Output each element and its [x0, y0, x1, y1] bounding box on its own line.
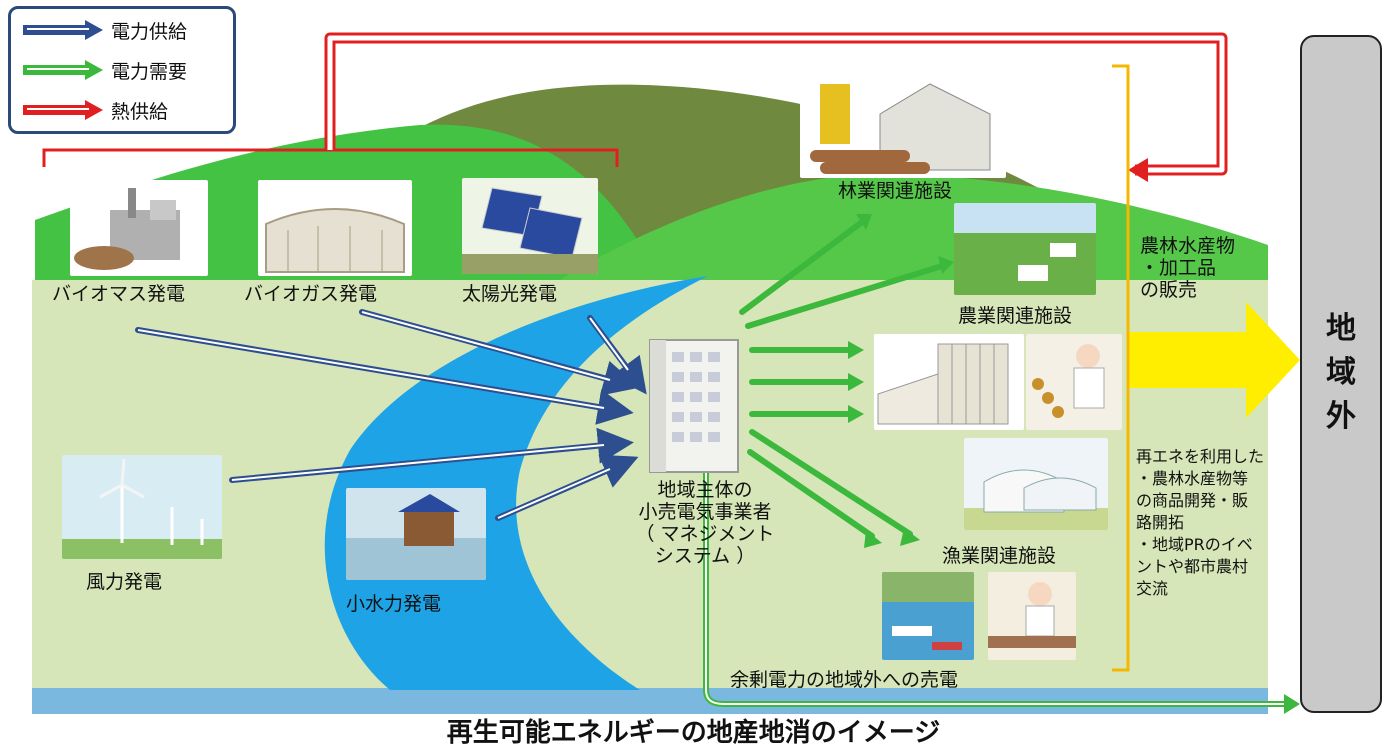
solar-panel-image [462, 178, 598, 274]
retail-building [649, 339, 739, 473]
agriculture-label: 農業関連施設 [958, 305, 1073, 327]
note-line6: ントや都市農村 [1136, 557, 1249, 576]
biomass-label: バイオマス発電 [52, 283, 186, 305]
fish-processing-image [988, 572, 1076, 660]
outside-char-3: 外 [1326, 399, 1356, 434]
biogas-plant-image [258, 180, 412, 276]
note-line2: ・農林水産物等 [1136, 469, 1249, 488]
heat-arrowhead [1128, 158, 1148, 182]
red-arrow-icon [23, 100, 103, 120]
surplus-label: 余剰電力の地域外への売電 [730, 669, 959, 691]
diagram-title: 再生可能エネルギーの地産地消のイメージ [446, 718, 941, 748]
demand-arrowheads [848, 214, 954, 548]
processing-worker-image [1026, 334, 1122, 430]
fishing-port-image [882, 572, 974, 660]
biogas-label: バイオガス発電 [244, 283, 378, 305]
legend-demand-label: 電力需要 [111, 60, 188, 83]
sales-label-line2: ・加工品 [1140, 256, 1217, 279]
agriculture-facility-image [954, 203, 1096, 295]
hydro-label: 小水力発電 [346, 593, 442, 615]
sales-bracket [1112, 64, 1130, 672]
wind-turbine-image [62, 455, 222, 559]
fishery-label: 漁業関連施設 [942, 545, 1057, 567]
solar-label: 太陽光発電 [462, 283, 558, 305]
demand-arrows [739, 219, 945, 539]
note-line5: ・地域PRのイベ [1136, 535, 1253, 554]
hub-label-line3: （ マネジメント [635, 522, 775, 545]
sales-arrow [1128, 302, 1300, 418]
legend-supply-label: 電力供給 [111, 20, 188, 43]
initiatives-note: 再エネを利用した ・農林水産物等 の商品開発・販 路開拓 ・地域PRのイベ ント… [1136, 446, 1264, 600]
greenhouse-image [964, 438, 1108, 530]
biomass-plant-image [70, 180, 208, 276]
note-line3: の商品開発・販 [1136, 491, 1249, 510]
legend-supply: 電力供給 [21, 15, 187, 45]
outside-char-2: 域 [1326, 355, 1356, 390]
forestry-label: 林業関連施設 [838, 180, 953, 202]
river [324, 276, 708, 690]
processing-plant-image [874, 334, 1024, 430]
legend-demand: 電力需要 [21, 55, 187, 85]
small-hydro-image [346, 488, 486, 580]
hub-label-line2: 小売電気事業者 [638, 500, 772, 523]
hub-label-line1: 地域主体の [657, 479, 753, 501]
sales-label: 農林水産物 ・加工品 の販売 [1140, 235, 1236, 302]
surplus-arrowhead [1284, 694, 1300, 714]
legend-heat: 熱供給 [21, 95, 168, 125]
forestry-facility-image [800, 74, 1006, 178]
outside-region-label: 地 域 外 [1302, 307, 1380, 439]
outside-region-box: 地 域 外 [1300, 35, 1382, 713]
legend-heat-label: 熱供給 [111, 100, 169, 123]
sales-label-line3: の販売 [1140, 278, 1198, 301]
legend: 電力供給 電力需要 熱供給 [8, 6, 236, 134]
note-line1: 再エネを利用した [1136, 447, 1265, 466]
hub-label-line4: システム ） [654, 544, 756, 567]
sales-label-line1: 農林水産物 [1140, 235, 1236, 257]
hub-label: 地域主体の 小売電気事業者 （ マネジメント システム ） [610, 479, 800, 567]
wind-label: 風力発電 [86, 571, 163, 593]
green-arrow-icon [23, 60, 103, 80]
note-line7: 交流 [1136, 579, 1169, 598]
outside-char-1: 地 [1326, 311, 1356, 346]
note-line4: 路開拓 [1136, 513, 1185, 532]
blue-arrow-icon [23, 20, 103, 40]
